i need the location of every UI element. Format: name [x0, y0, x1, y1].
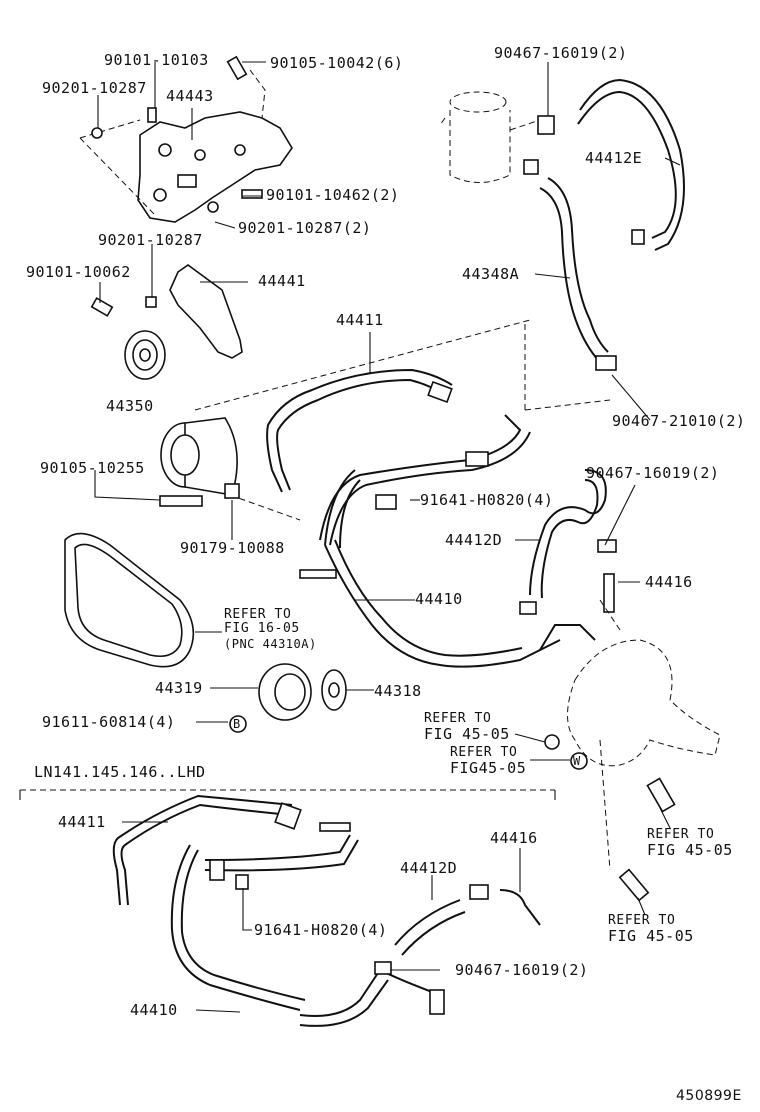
label-90101-10103: 90101-10103 [104, 51, 209, 69]
label-90105-10042: 90105-10042(6) [270, 54, 404, 72]
refer-fig-45-05-a-line2: FIG 45-05 [424, 725, 510, 743]
refer-fig-45-05-d-line2: FIG 45-05 [608, 927, 694, 945]
label-90467-21010: 90467-21010(2) [612, 412, 746, 430]
label-90467-16019-a: 90467-16019(2) [494, 44, 628, 62]
label-44441: 44441 [258, 272, 306, 290]
label-90467-16019-c: 90467-16019(2) [455, 961, 589, 979]
label-44318: 44318 [374, 682, 422, 700]
label-90467-16019-b: 90467-16019(2) [586, 464, 720, 482]
mark-b: B [233, 717, 241, 731]
mark-w-circle [570, 752, 588, 770]
refer-fig-45-05-c-line1: REFER TO [647, 827, 715, 842]
variant-note-lhd: LN141.145.146..LHD [34, 763, 206, 781]
label-44416-lower: 44416 [490, 829, 538, 847]
refer-fig-16-05-line2: FIG 16-05 [224, 621, 300, 636]
label-91611-60814: 91611-60814(4) [42, 713, 176, 731]
label-90201-10287-a: 90201-10287 [42, 79, 147, 97]
mark-b-circle [229, 715, 247, 733]
label-90201-10287-c: 90201-10287(2) [238, 219, 372, 237]
reservoir [439, 91, 541, 183]
label-90201-10287-b: 90201-10287 [98, 231, 203, 249]
label-44319: 44319 [155, 679, 203, 697]
idler-pulley-44350 [124, 330, 166, 380]
refer-fig-16-05-line1: REFER TO [224, 607, 292, 622]
label-90179-10088: 90179-10088 [180, 539, 285, 557]
label-44350: 44350 [106, 397, 154, 415]
refer-fig-45-05-c-line2: FIG 45-05 [647, 841, 733, 859]
label-44412e: 44412E [585, 149, 643, 167]
label-90101-10062: 90101-10062 [26, 263, 131, 281]
label-44410-lower: 44410 [130, 1001, 178, 1019]
label-44416-upper: 44416 [645, 573, 693, 591]
label-91641-h0820-upper: 91641-H0820(4) [420, 491, 554, 509]
bracket-44443 [137, 111, 293, 223]
v-belt [64, 532, 195, 668]
refer-fig-45-05-d-line1: REFER TO [608, 913, 676, 928]
refer-fig-16-05-pnc: (PNC 44310A) [224, 637, 317, 651]
label-44412d-lower: 44412D [400, 859, 458, 877]
label-44412d-upper: 44412D [445, 531, 503, 549]
refer-fig-45-05-b-line2: FIG45-05 [450, 759, 527, 777]
label-91641-h0820-lower: 91641-H0820(4) [254, 921, 388, 939]
refer-fig-45-05-b-line1: REFER TO [450, 745, 518, 760]
leader-lines [94, 61, 681, 1013]
label-44411-upper: 44411 [336, 311, 384, 329]
diagram-id: 450899E [676, 1088, 742, 1104]
pump-body [160, 417, 238, 496]
mark-w: W [573, 754, 581, 768]
label-90105-10255: 90105-10255 [40, 459, 145, 477]
label-44411-lower: 44411 [58, 813, 106, 831]
label-44443: 44443 [166, 87, 214, 105]
label-90101-10462: 90101-10462(2) [266, 186, 400, 204]
label-44410-upper: 44410 [415, 590, 463, 608]
refer-fig-45-05-a-line1: REFER TO [424, 711, 492, 726]
label-44348a: 44348A [462, 265, 520, 283]
